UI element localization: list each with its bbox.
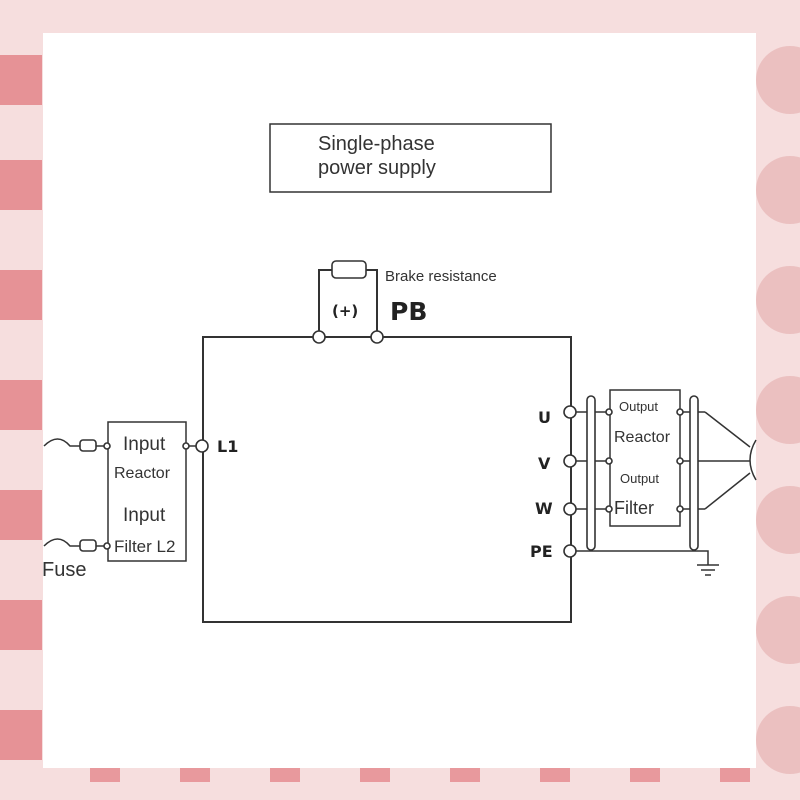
input-wire-bottom: [43, 538, 80, 547]
v-terminal: [563, 454, 577, 468]
brake-terminal-plus: [312, 330, 326, 344]
pe-terminal: [563, 544, 577, 558]
title-line-1: Single-phase: [318, 133, 435, 155]
motor-wire-w: [704, 472, 751, 510]
brake-label: Brake resistance: [385, 268, 497, 285]
panel-surface: [43, 33, 756, 768]
w-label: W: [535, 499, 553, 518]
title-line-2: power supply: [318, 157, 436, 179]
fuse-icon-top: [79, 439, 97, 452]
pe-label: PE: [530, 542, 553, 561]
fuse-label: Fuse: [42, 559, 86, 581]
ground-wire: [576, 550, 709, 565]
title-box: [269, 123, 552, 193]
input-reactor-filter-box: [107, 421, 187, 562]
fuse-icon-bottom: [79, 539, 97, 552]
ground-icon: [697, 564, 719, 576]
motor-wire-u: [704, 411, 751, 448]
inverter-box: [202, 336, 572, 623]
output-filter-line-1: Output: [620, 471, 659, 486]
input-filter-line-2: Filter L2: [114, 537, 175, 556]
l1-label: L1: [217, 437, 238, 456]
brake-terminal-pb: [370, 330, 384, 344]
input-wire-top: [43, 438, 80, 447]
brake-plus-label: (+): [332, 302, 358, 320]
l1-terminal: [195, 439, 209, 453]
pb-label: PB: [390, 297, 427, 326]
input-reactor-line-2: Reactor: [114, 465, 171, 482]
output-busbar-right: [689, 395, 699, 551]
output-reactor-line-2: Reactor: [614, 429, 671, 446]
w-terminal: [563, 502, 577, 516]
output-busbar-left: [586, 395, 596, 551]
u-terminal: [563, 405, 577, 419]
decorative-border: [0, 46, 800, 782]
output-section: U V W PE Output Reactor Output Filter: [530, 389, 757, 576]
u-label: U: [538, 408, 551, 427]
motor-icon: [749, 439, 757, 481]
v-label: V: [538, 454, 551, 473]
brake-resistor-icon: [331, 260, 367, 279]
output-filter-line-2: Filter: [614, 498, 654, 518]
input-reactor-line-1: Input: [123, 434, 166, 455]
output-reactor-line-1: Output: [619, 399, 658, 414]
input-section: Input Reactor Input Filter L2 Fuse L1: [42, 421, 238, 581]
input-filter-line-1: Input: [123, 505, 166, 526]
